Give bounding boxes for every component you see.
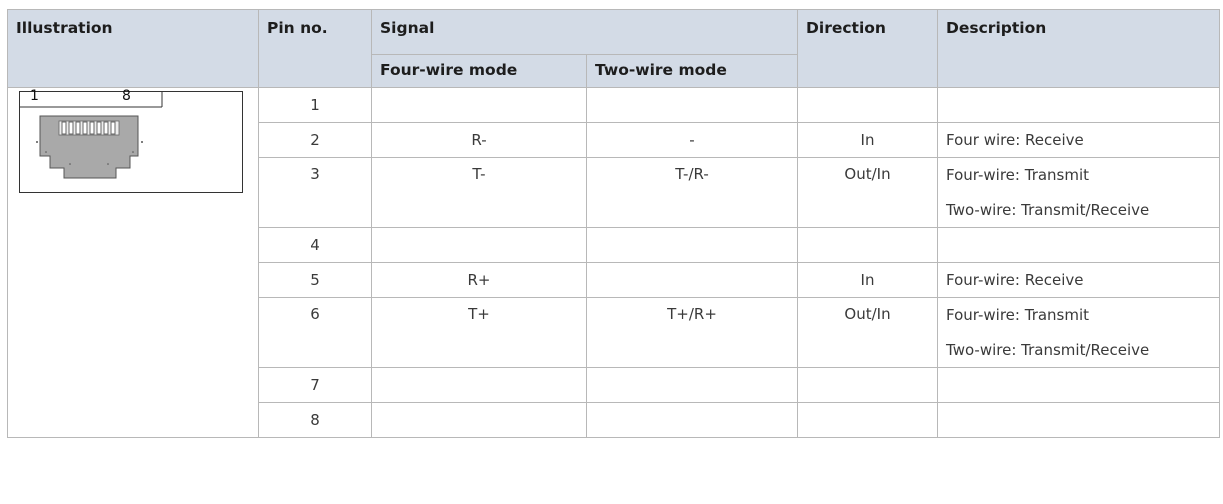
two-wire-cell: T+/R+ [585, 297, 799, 368]
two-wire-cell: T-/R- [585, 157, 799, 228]
description-cell: Four-wire: Transmit Two-wire: Transmit/R… [937, 157, 1221, 228]
pin-cell: 4 [258, 227, 372, 263]
header-signal: Signal [370, 9, 799, 55]
table-row: 4 [8, 227, 1221, 263]
header-description: Description [937, 9, 1221, 88]
pin-cell: 5 [258, 262, 372, 298]
direction-cell: Out/In [797, 297, 939, 368]
description-line: Four-wire: Receive [946, 271, 1084, 289]
four-wire-cell [371, 227, 587, 263]
rj45-jack-icon: 1 8 [19, 88, 243, 193]
description-line: Four-wire: Transmit [946, 166, 1090, 184]
four-wire-cell: R- [371, 122, 587, 158]
pin-cell: 3 [258, 157, 372, 228]
description-cell [937, 227, 1221, 263]
two-wire-cell [585, 367, 799, 403]
two-wire-cell [585, 227, 799, 263]
four-wire-cell [371, 402, 587, 438]
header-direction: Direction [797, 9, 939, 88]
pin-last-label: 8 [122, 88, 131, 104]
pin-cell: 2 [258, 122, 372, 158]
rj45-jack-drawing [20, 92, 163, 179]
pin-cell: 7 [258, 367, 372, 403]
description-cell [937, 87, 1221, 123]
direction-cell [797, 87, 939, 123]
table-row: 1 8 1 [7, 87, 1221, 438]
two-wire-cell [585, 262, 799, 298]
illustration-cell: 1 8 [7, 87, 259, 438]
pin-cell: 1 [258, 87, 372, 123]
table-row: 5 R+ In Four-wire: Receive [8, 262, 1221, 298]
description-cell [937, 402, 1221, 438]
pin-assignment-table: Illustration Pin no. Signal Direction De… [7, 9, 1221, 438]
pin-cell: 8 [258, 402, 372, 438]
header-illustration: Illustration [7, 9, 259, 88]
description-line: Two-wire: Transmit/Receive [946, 341, 1150, 359]
direction-cell [797, 402, 939, 438]
header-pin-no: Pin no. [258, 9, 372, 88]
two-wire-cell: - [585, 122, 799, 158]
four-wire-cell [371, 87, 587, 123]
two-wire-cell [585, 402, 799, 438]
description-cell: Four-wire: Transmit Two-wire: Transmit/R… [937, 297, 1221, 368]
description-cell: Four-wire: Receive [937, 262, 1221, 298]
four-wire-cell: R+ [371, 262, 587, 298]
header-two-wire-mode: Two-wire mode [585, 54, 799, 88]
direction-cell: Out/In [797, 157, 939, 228]
table-row: 8 [8, 402, 1221, 438]
description-line: Four wire: Receive [946, 131, 1084, 149]
four-wire-cell [371, 367, 587, 403]
description-cell [937, 367, 1221, 403]
table-row: 3 T- T-/R- Out/In Four-wire: Transmit Tw… [8, 157, 1221, 228]
direction-cell [797, 367, 939, 403]
direction-cell [797, 227, 939, 263]
header-four-wire-mode: Four-wire mode [371, 54, 587, 88]
direction-cell: In [797, 122, 939, 158]
four-wire-cell: T+ [371, 297, 587, 368]
pin-cell: 6 [258, 297, 372, 368]
table-row: 6 T+ T+/R+ Out/In Four-wire: Transmit Tw… [8, 297, 1221, 368]
description-cell: Four wire: Receive [937, 122, 1221, 158]
description-line: Two-wire: Transmit/Receive [946, 201, 1150, 219]
direction-cell: In [797, 262, 939, 298]
four-wire-cell: T- [371, 157, 587, 228]
description-line: Four-wire: Transmit [946, 306, 1090, 324]
two-wire-cell [585, 87, 799, 123]
table-row: 7 [8, 367, 1221, 403]
pin-first-label: 1 [30, 88, 39, 104]
